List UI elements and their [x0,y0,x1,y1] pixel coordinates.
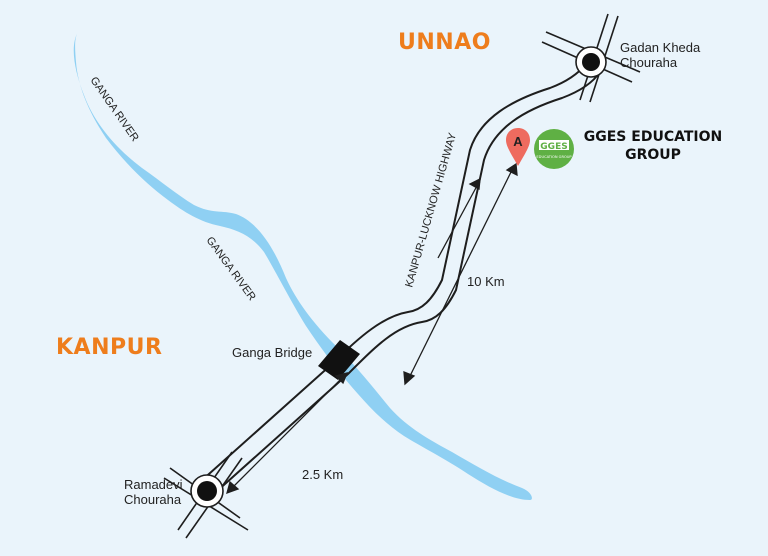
logo-text: GGES [540,142,567,152]
brand-name-line2: GROUP [625,147,681,163]
city-kanpur: KANPUR [56,335,163,360]
location-pin-icon: A [506,128,530,166]
ramadevi-crossroad [163,451,249,539]
ganga-bridge-icon [318,340,360,380]
river-label-upper: GANGA RIVER [88,75,141,144]
ramadevi-line2: Chouraha [124,492,182,507]
ganga-river [73,32,532,500]
highway-label: KANPUR-LUCKNOW HIGHWAY [403,131,459,289]
gadan-kheda-line2: Chouraha [620,55,678,70]
brand-name-line1: GGES EDUCATION [583,129,723,145]
river-label-lower: GANGA RIVER [204,235,258,303]
ganga-bridge-label: Ganga Bridge [232,345,313,360]
gadan-kheda-line1: Gadan Kheda [620,40,701,55]
gadan-kheda-label: Gadan Kheda Chouraha [620,40,700,70]
ramadevi-label: Ramadevi Chouraha [124,477,183,507]
gges-logo-icon: GGES EDUCATION GROUP [534,129,574,169]
brand-name: GGES EDUCATION GROUP [573,128,733,164]
distance-long-label: 10 Km [467,274,505,289]
gadan-kheda-crossroad [541,13,641,103]
pin-letter: A [513,134,523,149]
distance-short-label: 2.5 Km [302,467,344,482]
highway-road [199,63,601,493]
distance-arrows [226,162,518,495]
city-unnao: UNNAO [398,30,491,55]
logo-subtext: EDUCATION GROUP [536,155,572,159]
ramadevi-line1: Ramadevi [124,477,183,492]
